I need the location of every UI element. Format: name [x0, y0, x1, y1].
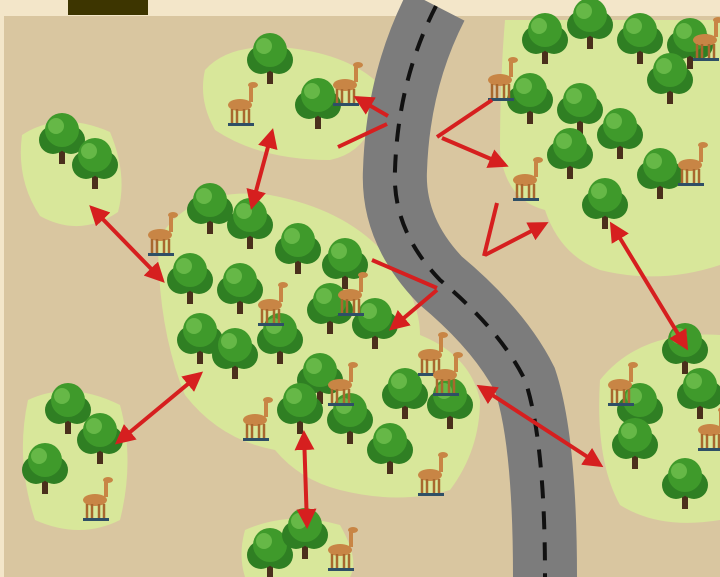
header-block — [68, 0, 148, 15]
